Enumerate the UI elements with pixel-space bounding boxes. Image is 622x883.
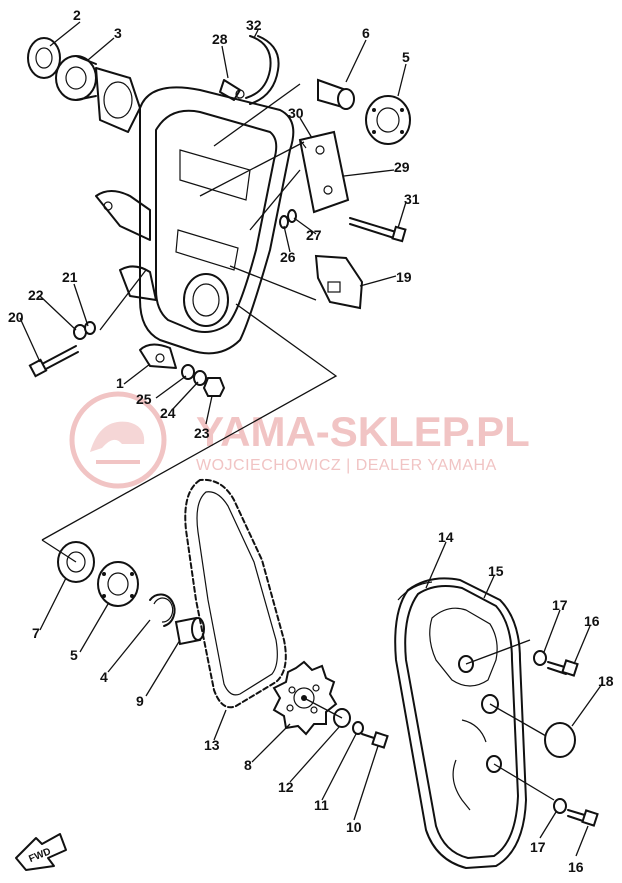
callout-5-bottom: 5 [70,647,78,663]
callout-5-top: 5 [402,49,410,65]
callout-25: 25 [136,391,152,407]
callout-21: 21 [62,269,78,285]
callout-18: 18 [598,673,614,689]
callout-16-top: 16 [584,613,600,629]
callout-32: 32 [246,17,262,33]
callout-30: 30 [288,105,304,121]
bearing-2 [27,37,61,79]
callout-leaders [19,21,603,857]
bearing-5-top [365,95,411,145]
collar-6-top [317,78,355,110]
callout-11: 11 [314,797,329,813]
callout-14: 14 [438,529,454,545]
callout-24: 24 [160,405,176,421]
washer-21 [84,321,96,335]
callout-4: 4 [100,669,108,685]
lock-washer-11 [352,721,364,735]
callout-23: 23 [194,425,210,441]
slider-block-19 [314,254,364,310]
callout-2: 2 [73,7,81,23]
washer-27 [287,209,297,223]
bottom-guide-lines [41,539,555,801]
callout-6-top: 6 [362,25,370,41]
bolt-16-bottom [567,809,599,827]
callout-22: 22 [28,287,44,303]
nipple-28 [219,79,245,101]
callout-7: 7 [32,625,40,641]
fwd-arrow: FWD [15,833,67,871]
callout-10: 10 [346,819,362,835]
watermark-logo-icon [69,391,167,489]
washer-25 [181,364,195,380]
nut-23 [202,377,226,397]
callout-15: 15 [488,563,504,579]
callout-13: 13 [204,737,220,753]
callout-31: 31 [404,191,420,207]
callout-3: 3 [114,25,122,41]
assembly-guide-lines [41,83,338,541]
callout-17-top: 17 [552,597,568,613]
washer-17-top [533,650,547,666]
bolt-10 [361,731,389,749]
callout-27: 27 [306,227,322,243]
housing-assembly [27,37,295,369]
callout-29: 29 [394,159,410,175]
callout-26: 26 [280,249,296,265]
callout-19: 19 [396,269,412,285]
tensioner-plate-29 [298,130,350,214]
callout-20: 20 [8,309,24,325]
callout-28: 28 [212,31,228,47]
callout-17-bottom: 17 [530,839,546,855]
washer-17-bottom [553,798,567,814]
fwd-label: FWD [27,846,52,865]
cap-18 [544,722,576,758]
watermark: YAMA-SKLEP.PL WOJCIECHOWICZ | DEALER YAM… [69,391,530,489]
callout-labels: 2 3 28 32 6 5 30 29 31 27 26 19 21 22 20… [8,7,614,875]
bolt-31 [349,217,407,243]
bolt-16-top [547,659,579,677]
chain-13 [184,478,287,709]
callout-12: 12 [278,779,294,795]
cover-15 [394,577,527,869]
bearing-3 [55,55,97,101]
callout-16-bottom: 16 [568,859,584,875]
callout-9: 9 [136,693,144,709]
washer-24 [193,370,207,386]
callout-8: 8 [244,757,252,773]
watermark-title: YAMA-SKLEP.PL [196,408,530,455]
watermark-subtitle: WOJCIECHOWICZ | DEALER YAMAHA [196,457,497,474]
circlip-4 [149,593,176,627]
bolt-20 [28,345,79,378]
hose-32 [245,35,280,105]
callout-1: 1 [116,375,124,391]
bearing-5-bottom [97,561,139,607]
